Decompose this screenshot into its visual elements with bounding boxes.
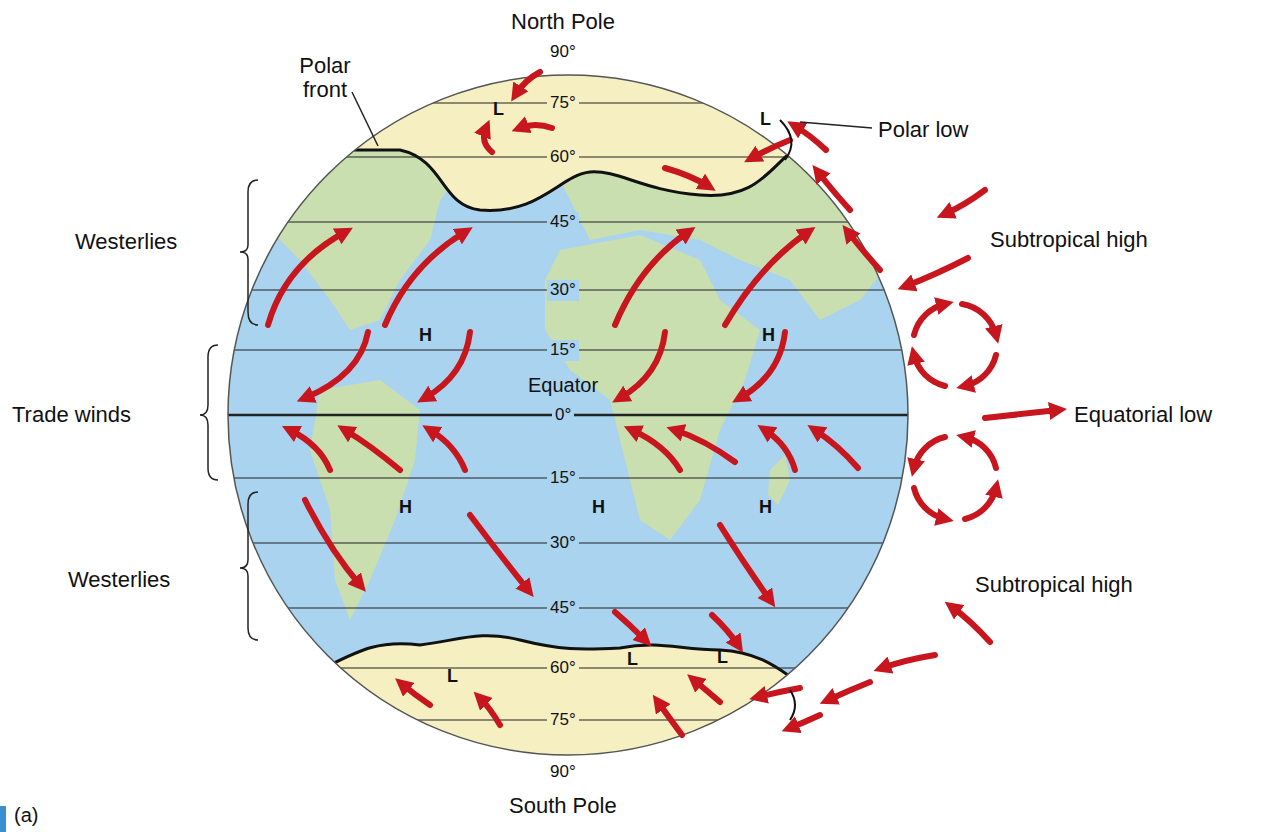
corner-bar xyxy=(0,806,6,832)
equator-label: Equator xyxy=(528,374,598,396)
pressure-symbol: L xyxy=(760,110,771,130)
pressure-symbol: L xyxy=(717,648,728,668)
latitude-label: 45° xyxy=(547,212,579,233)
latitude-label: 90° xyxy=(550,43,576,62)
latitude-label: 15° xyxy=(547,340,579,361)
latitude-label: 75° xyxy=(547,710,579,731)
latitude-label: 30° xyxy=(547,280,579,301)
pressure-symbol: H xyxy=(762,326,775,346)
wind-belt-label: Westerlies xyxy=(75,230,177,254)
pressure-symbol: H xyxy=(399,498,412,518)
pressure-symbol: H xyxy=(419,326,432,346)
latitude-label: 75° xyxy=(547,93,579,114)
pressure-belt-label: Subtropical high xyxy=(990,228,1148,252)
pressure-belt-label: Subtropical high xyxy=(975,573,1133,597)
polar-caps xyxy=(200,0,940,832)
brackets-and-leaders xyxy=(200,92,872,720)
pressure-symbol: H xyxy=(759,498,772,518)
latitude-label: 15° xyxy=(547,468,579,489)
latitude-label: 60° xyxy=(547,658,579,679)
pressure-symbol: H xyxy=(592,498,605,518)
pole-label: South Pole xyxy=(509,794,617,818)
wind-belt-label: Trade winds xyxy=(12,403,131,427)
latitude-label: 30° xyxy=(547,533,579,554)
wind-arrows xyxy=(268,72,858,735)
continents xyxy=(250,100,900,620)
wind-belt-label: Westerlies xyxy=(68,568,170,592)
latitude-label: 0° xyxy=(552,405,574,426)
front-label: Polar front xyxy=(285,54,365,102)
latitude-lines xyxy=(200,103,940,720)
pressure-symbol: L xyxy=(493,100,504,120)
pressure-belt-label: Equatorial low xyxy=(1074,403,1212,427)
circulation-arrows xyxy=(790,126,1058,728)
pressure-symbol: L xyxy=(447,667,458,687)
pole-label: North Pole xyxy=(511,10,615,34)
latitude-label: 45° xyxy=(547,598,579,619)
panel-label: (a) xyxy=(14,804,38,826)
latitude-label: 60° xyxy=(547,147,579,168)
latitude-label: 90° xyxy=(550,763,576,782)
pressure-belt-label: Polar low xyxy=(878,118,968,142)
pressure-symbol: L xyxy=(627,650,638,670)
